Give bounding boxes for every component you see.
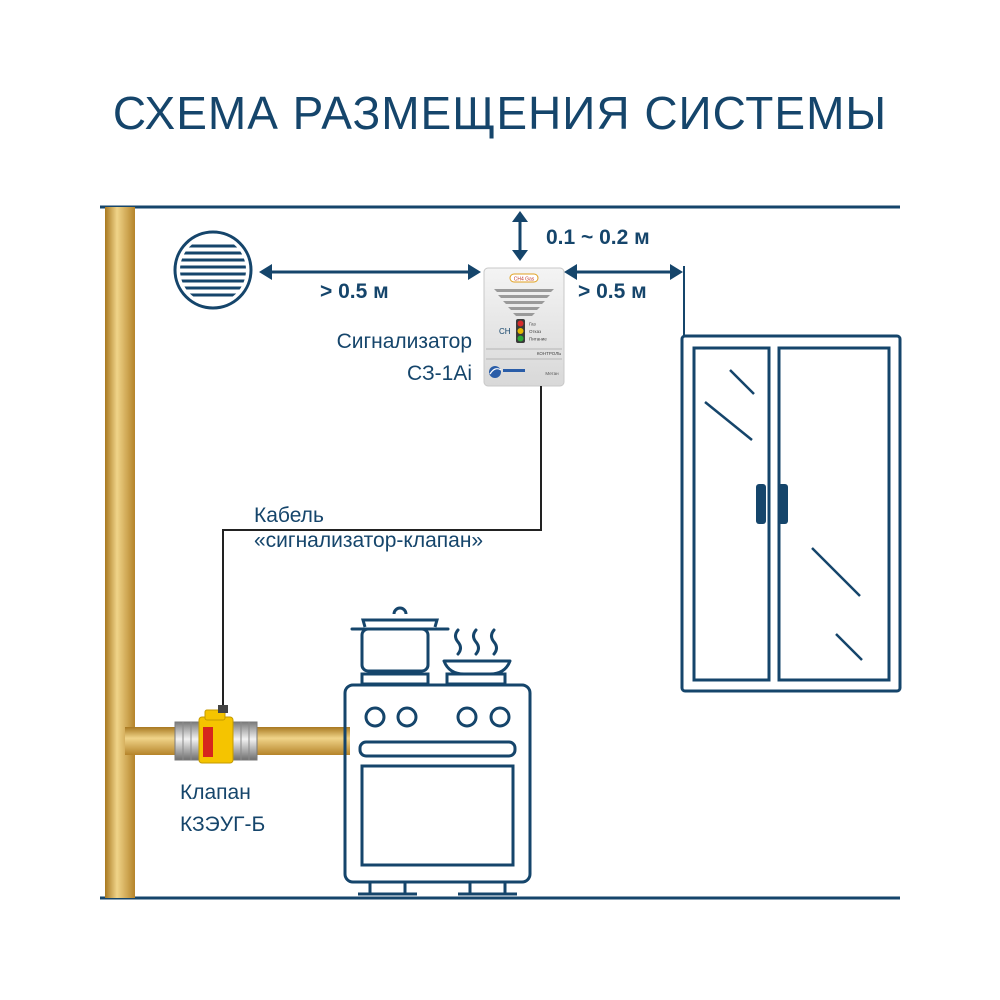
vent-distance-label: > 0.5 м: [320, 280, 389, 303]
window-distance-label: > 0.5 м: [578, 280, 647, 303]
detector-label-model: СЗ-1Аi: [407, 362, 472, 385]
indicator-label-gas: Газ: [529, 322, 536, 327]
vent-distance-arrow: [259, 264, 481, 280]
gas-stove: [343, 672, 532, 896]
window-distance-arrow: [564, 264, 683, 280]
vertical-gas-pipe: [105, 207, 135, 898]
indicator-label-power: Питание: [529, 337, 547, 342]
window-handle-right: [778, 484, 788, 524]
ceiling-distance-arrow: [512, 211, 528, 261]
gas-detector: CH4 Gas CH Газ Отказ Питание КОНТРОЛЬ Ме…: [483, 267, 565, 387]
cable-label-type: «сигнализатор-клапан»: [254, 529, 484, 552]
gas-valve: [174, 705, 258, 764]
window-right-sash: [777, 346, 891, 682]
cooking-pot: [350, 606, 450, 673]
fault-led-icon: [517, 328, 524, 334]
valve-label: Клапан КЗЭУГ-Б: [180, 777, 265, 841]
valve-label-name: Клапан: [180, 781, 251, 804]
stove-knob-2: [396, 706, 418, 728]
detector-label: Сигнализатор СЗ-1Аi: [337, 326, 472, 390]
stove-knob-1: [364, 706, 386, 728]
indicator-label-fault: Отказ: [529, 329, 541, 334]
window-handle-left: [756, 484, 766, 524]
detector-ch-label: CH: [499, 327, 511, 336]
detector-logo-text: [503, 369, 525, 372]
gas-led-icon: [517, 320, 524, 327]
window: [680, 334, 902, 693]
stove-knob-4: [489, 706, 511, 728]
ventilation-grille: [173, 230, 253, 310]
frying-pan: [442, 659, 512, 676]
page-title: СХЕМА РАЗМЕЩЕНИЯ СИСТЕМЫ: [112, 87, 888, 139]
detector-badge: [509, 273, 539, 283]
detector-model-text: Метан: [545, 371, 559, 376]
oven-handle: [358, 740, 517, 758]
power-led-icon: [517, 335, 524, 342]
oven-door: [360, 764, 515, 867]
ceiling-distance-label: 0.1 ~ 0.2 м: [546, 226, 650, 249]
window-left-sash: [692, 346, 771, 682]
detector-vent-slots: [494, 289, 554, 316]
stove-knob-3: [456, 706, 478, 728]
detector-test-button: КОНТРОЛЬ: [537, 351, 561, 356]
detector-valve-cable: [222, 386, 542, 712]
valve-label-model: КЗЭУГ-Б: [180, 813, 266, 836]
cable-label: Кабель «сигнализатор-клапан»: [254, 503, 483, 553]
detector-label-name: Сигнализатор: [336, 330, 472, 353]
steam-icon: [454, 628, 498, 656]
detector-badge-text: CH4 Gas: [514, 277, 535, 283]
cable-label-name: Кабель: [254, 504, 324, 527]
